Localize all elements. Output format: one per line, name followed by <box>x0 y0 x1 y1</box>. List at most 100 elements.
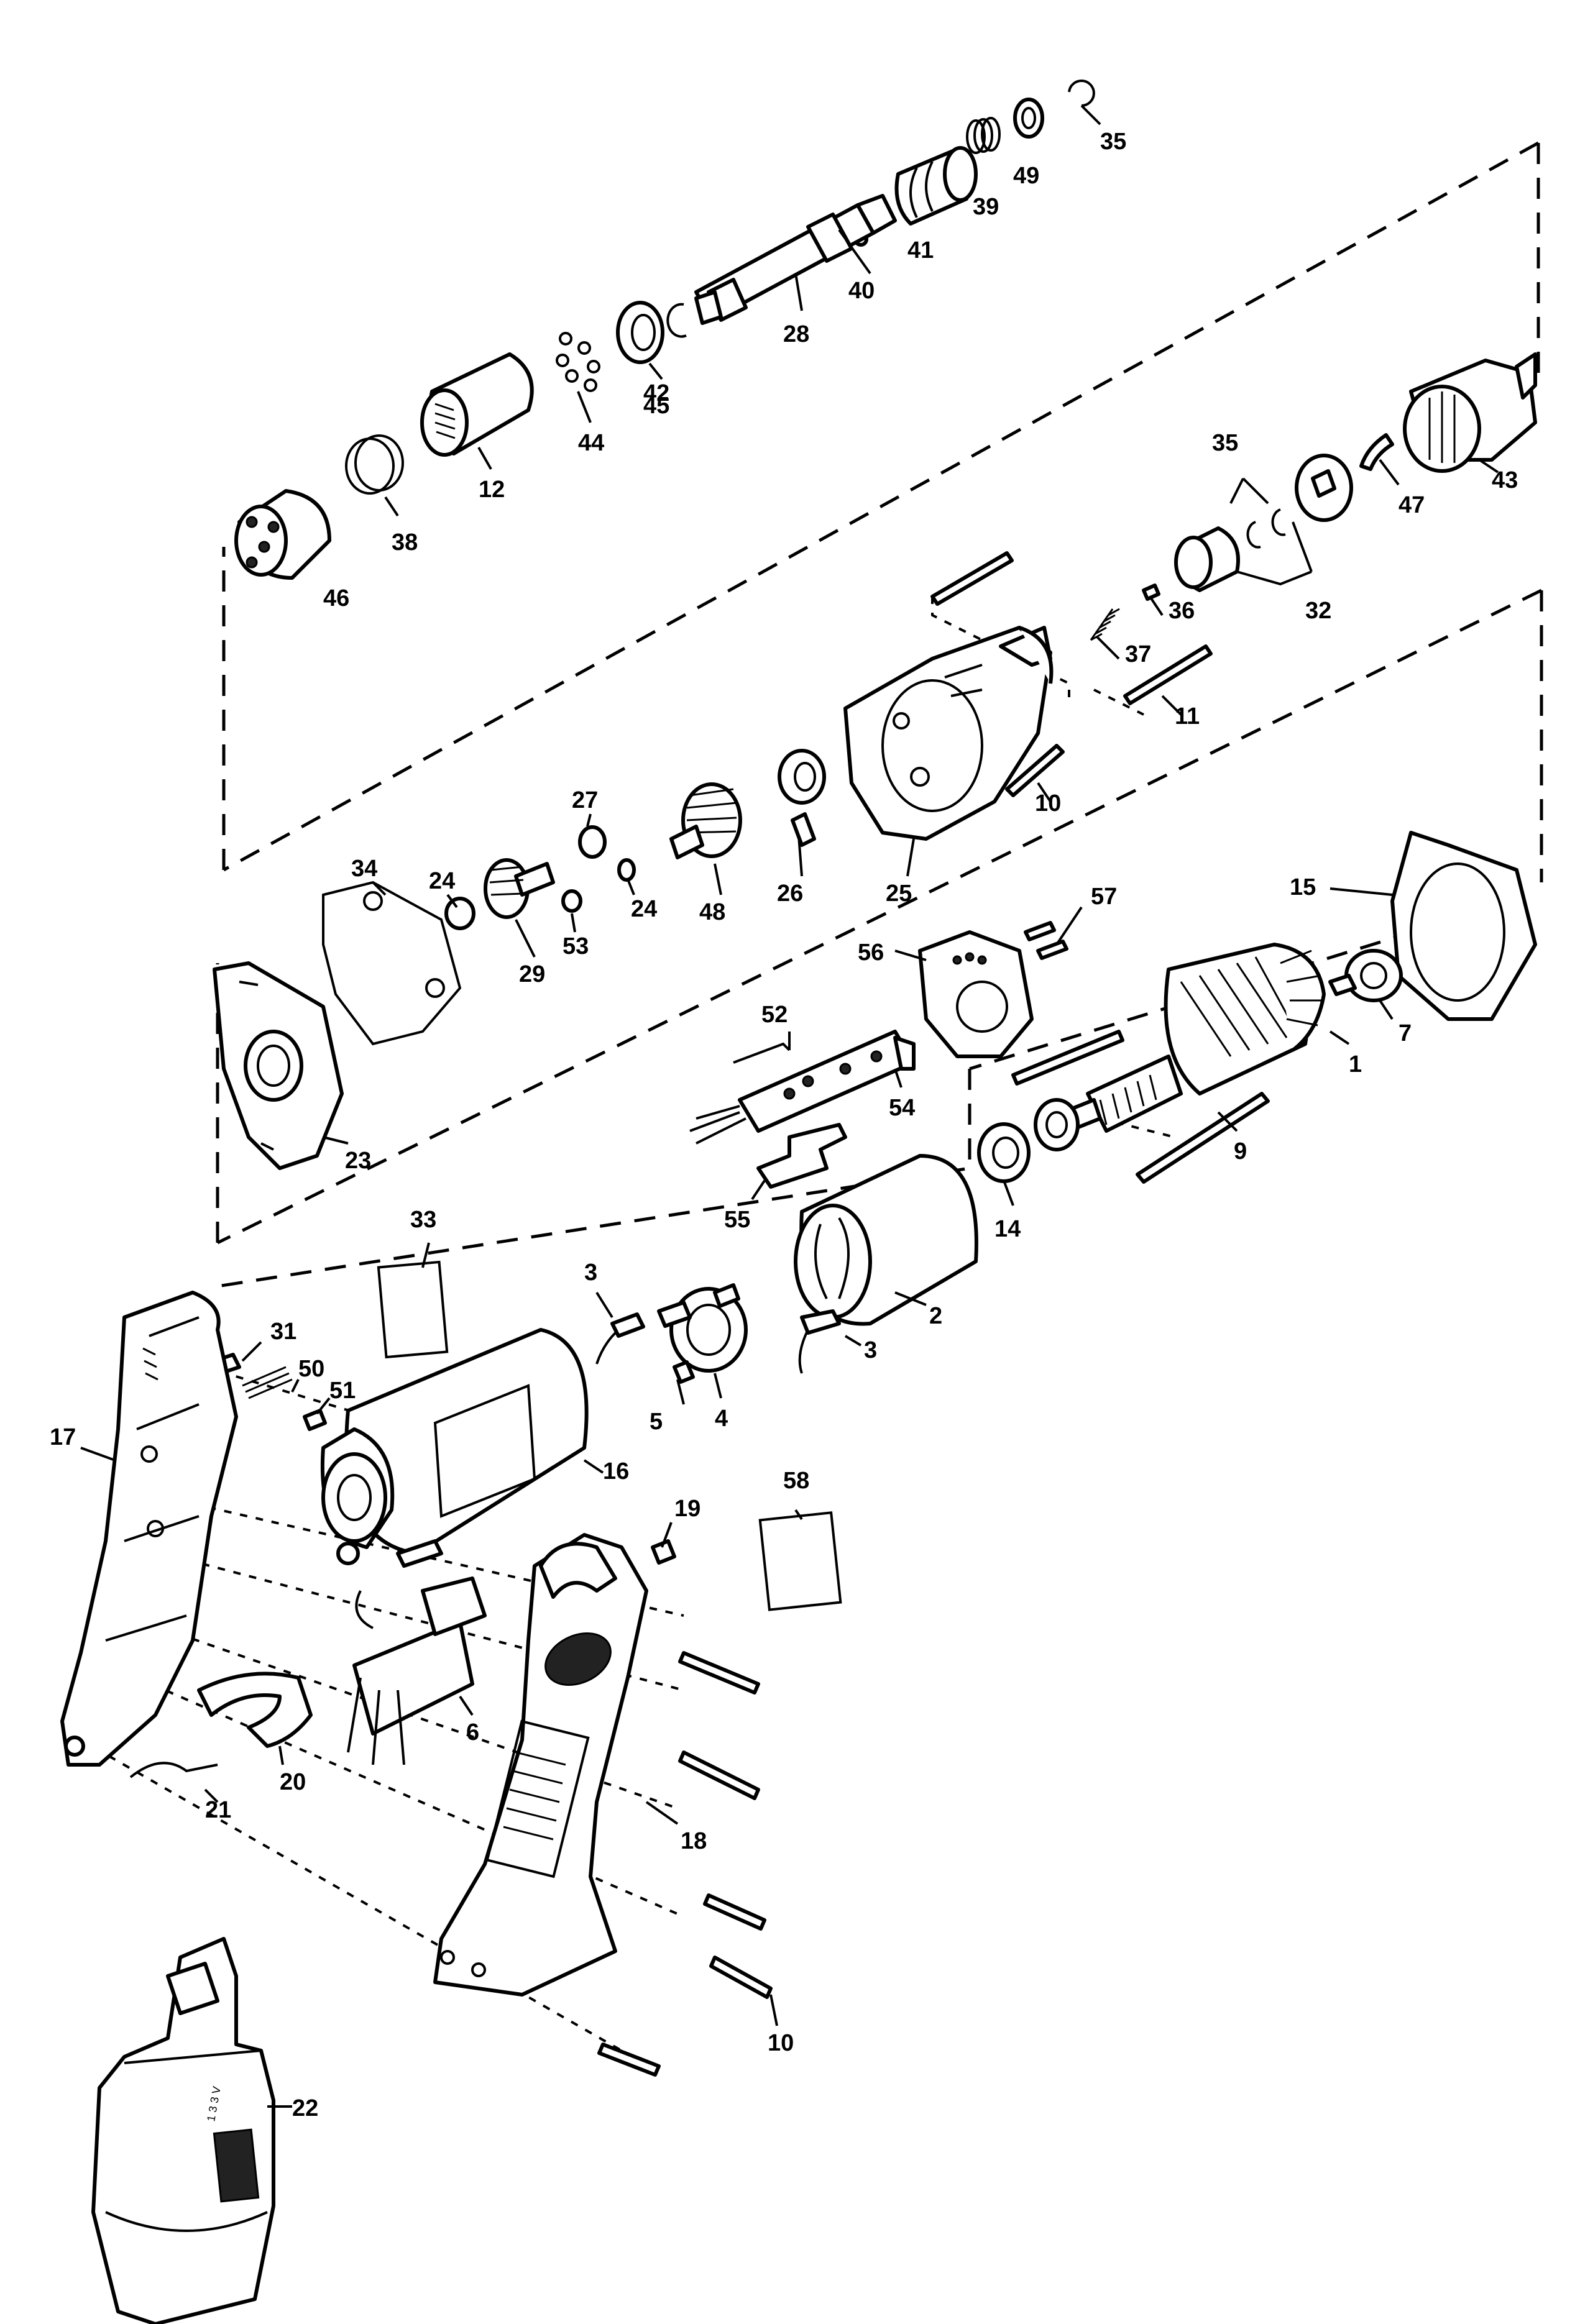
gear-48 <box>669 782 742 859</box>
part-label-39: 39 <box>973 194 999 220</box>
circuit-board-54 <box>689 1030 916 1145</box>
gear-32 <box>1174 454 1353 592</box>
handle-18 <box>433 1533 648 1997</box>
bearing-14 <box>977 1122 1031 1183</box>
plate-56 <box>918 930 1034 1058</box>
part-label-41: 41 <box>907 237 934 263</box>
screw-5 <box>673 1360 695 1384</box>
part-label-1: 1 <box>1349 1051 1362 1077</box>
battery-22: 1 3 3 V <box>91 1937 275 2324</box>
spring-37 <box>1090 608 1120 641</box>
part-label-45: 45 <box>643 393 669 419</box>
label-58 <box>758 1511 842 1611</box>
part-label-50: 50 <box>298 1356 324 1382</box>
part-label-12: 12 <box>479 477 505 503</box>
spindle-assembly <box>234 80 1095 580</box>
switch-6 <box>347 1539 487 1765</box>
bushing-27 <box>578 825 607 859</box>
part-label-55: 55 <box>724 1207 750 1233</box>
part-label-21: 21 <box>205 1797 231 1823</box>
washer-45 <box>616 301 664 364</box>
part-label-26: 26 <box>777 881 803 907</box>
screw-handle-5 <box>597 2043 661 2077</box>
part-label-44: 44 <box>578 430 604 456</box>
screw-handle-1 <box>678 1651 760 1695</box>
bushing-24-left <box>444 897 475 930</box>
housing-17 <box>60 1291 238 1767</box>
part-label-37: 37 <box>1125 641 1151 667</box>
circlip-35-top <box>1068 80 1095 107</box>
wire-52 <box>733 1042 791 1064</box>
ring-15 <box>1390 831 1537 1021</box>
label-33 <box>377 1260 449 1359</box>
screw-long <box>1011 1030 1124 1086</box>
screw-handle-3 <box>703 1893 766 1931</box>
brush-holder-4 <box>657 1283 748 1373</box>
part-label-43: 43 <box>1492 467 1518 493</box>
part-label-9: 9 <box>1234 1138 1247 1164</box>
part-label-33: 33 <box>410 1207 436 1233</box>
part-label-18: 18 <box>681 1828 707 1854</box>
screw-11 <box>1123 644 1213 705</box>
part-label-3-left: 3 <box>584 1260 597 1286</box>
part-label-54: 54 <box>889 1095 915 1121</box>
part-51 <box>303 1409 327 1431</box>
pin-36 <box>1142 583 1160 601</box>
brush-3-right <box>800 1309 841 1335</box>
clip-47 <box>1359 433 1394 471</box>
leader-lines <box>80 104 1499 2108</box>
screw-9 <box>1136 1092 1270 1184</box>
part-label-17: 17 <box>50 1424 76 1450</box>
screw-top <box>930 551 1014 606</box>
spring-39 <box>966 117 1001 154</box>
ring-49 <box>1013 98 1044 139</box>
screw-10-lower <box>709 1956 773 1999</box>
part-label-57: 57 <box>1091 884 1117 910</box>
screw-10-upper <box>1005 744 1065 797</box>
balls-44 <box>556 332 600 392</box>
nut-46 <box>234 489 331 580</box>
part-label-11: 11 <box>1175 703 1200 730</box>
part-label-51: 51 <box>329 1378 356 1404</box>
part-label-38: 38 <box>392 529 418 556</box>
bearing-14b <box>1034 1098 1080 1151</box>
part-label-23: 23 <box>345 1148 371 1174</box>
collar-43 <box>1403 352 1537 473</box>
part-labels: 35 49 39 41 40 28 42 45 44 12 38 46 43 4… <box>50 129 1518 2121</box>
part-label-46: 46 <box>323 585 349 611</box>
bearing-7 <box>1344 949 1403 1002</box>
part-label-58: 58 <box>783 1468 809 1494</box>
barrel-12 <box>420 352 534 457</box>
part-label-36: 36 <box>1169 598 1195 624</box>
part-label-35-top: 35 <box>1100 129 1126 155</box>
part-label-10-upper: 10 <box>1035 790 1061 817</box>
washer-53 <box>561 889 582 913</box>
part-label-20: 20 <box>280 1769 306 1795</box>
screws-57 <box>1024 921 1068 960</box>
part-label-24-left: 24 <box>429 868 455 894</box>
handle-assembly: 1 3 3 V <box>60 1291 773 2324</box>
part-label-42: 42 <box>643 380 669 406</box>
part-label-22: 22 <box>292 2095 318 2121</box>
part-label-15: 15 <box>1290 874 1316 900</box>
part-label-5: 5 <box>650 1409 663 1435</box>
plate-23 <box>213 961 344 1170</box>
part-label-35-mid: 35 <box>1212 430 1238 456</box>
sleeve-41 <box>894 146 978 226</box>
bearing-upper <box>778 749 826 805</box>
part-label-19: 19 <box>674 1496 700 1522</box>
part-label-27: 27 <box>572 787 598 813</box>
spring-38 <box>345 434 404 495</box>
gearbox-assembly <box>213 352 1537 1170</box>
insulator-55 <box>756 1123 847 1189</box>
part-label-25: 25 <box>886 881 912 907</box>
part-label-7: 7 <box>1399 1020 1412 1046</box>
spring-50 <box>242 1366 293 1399</box>
part-label-32: 32 <box>1305 598 1331 624</box>
bushing-24-right <box>617 858 636 882</box>
part-label-3-right: 3 <box>864 1337 877 1363</box>
part-label-31: 31 <box>270 1319 296 1345</box>
part-label-4: 4 <box>715 1406 728 1432</box>
spring-21 <box>129 1762 218 1778</box>
part-label-47: 47 <box>1399 492 1425 518</box>
